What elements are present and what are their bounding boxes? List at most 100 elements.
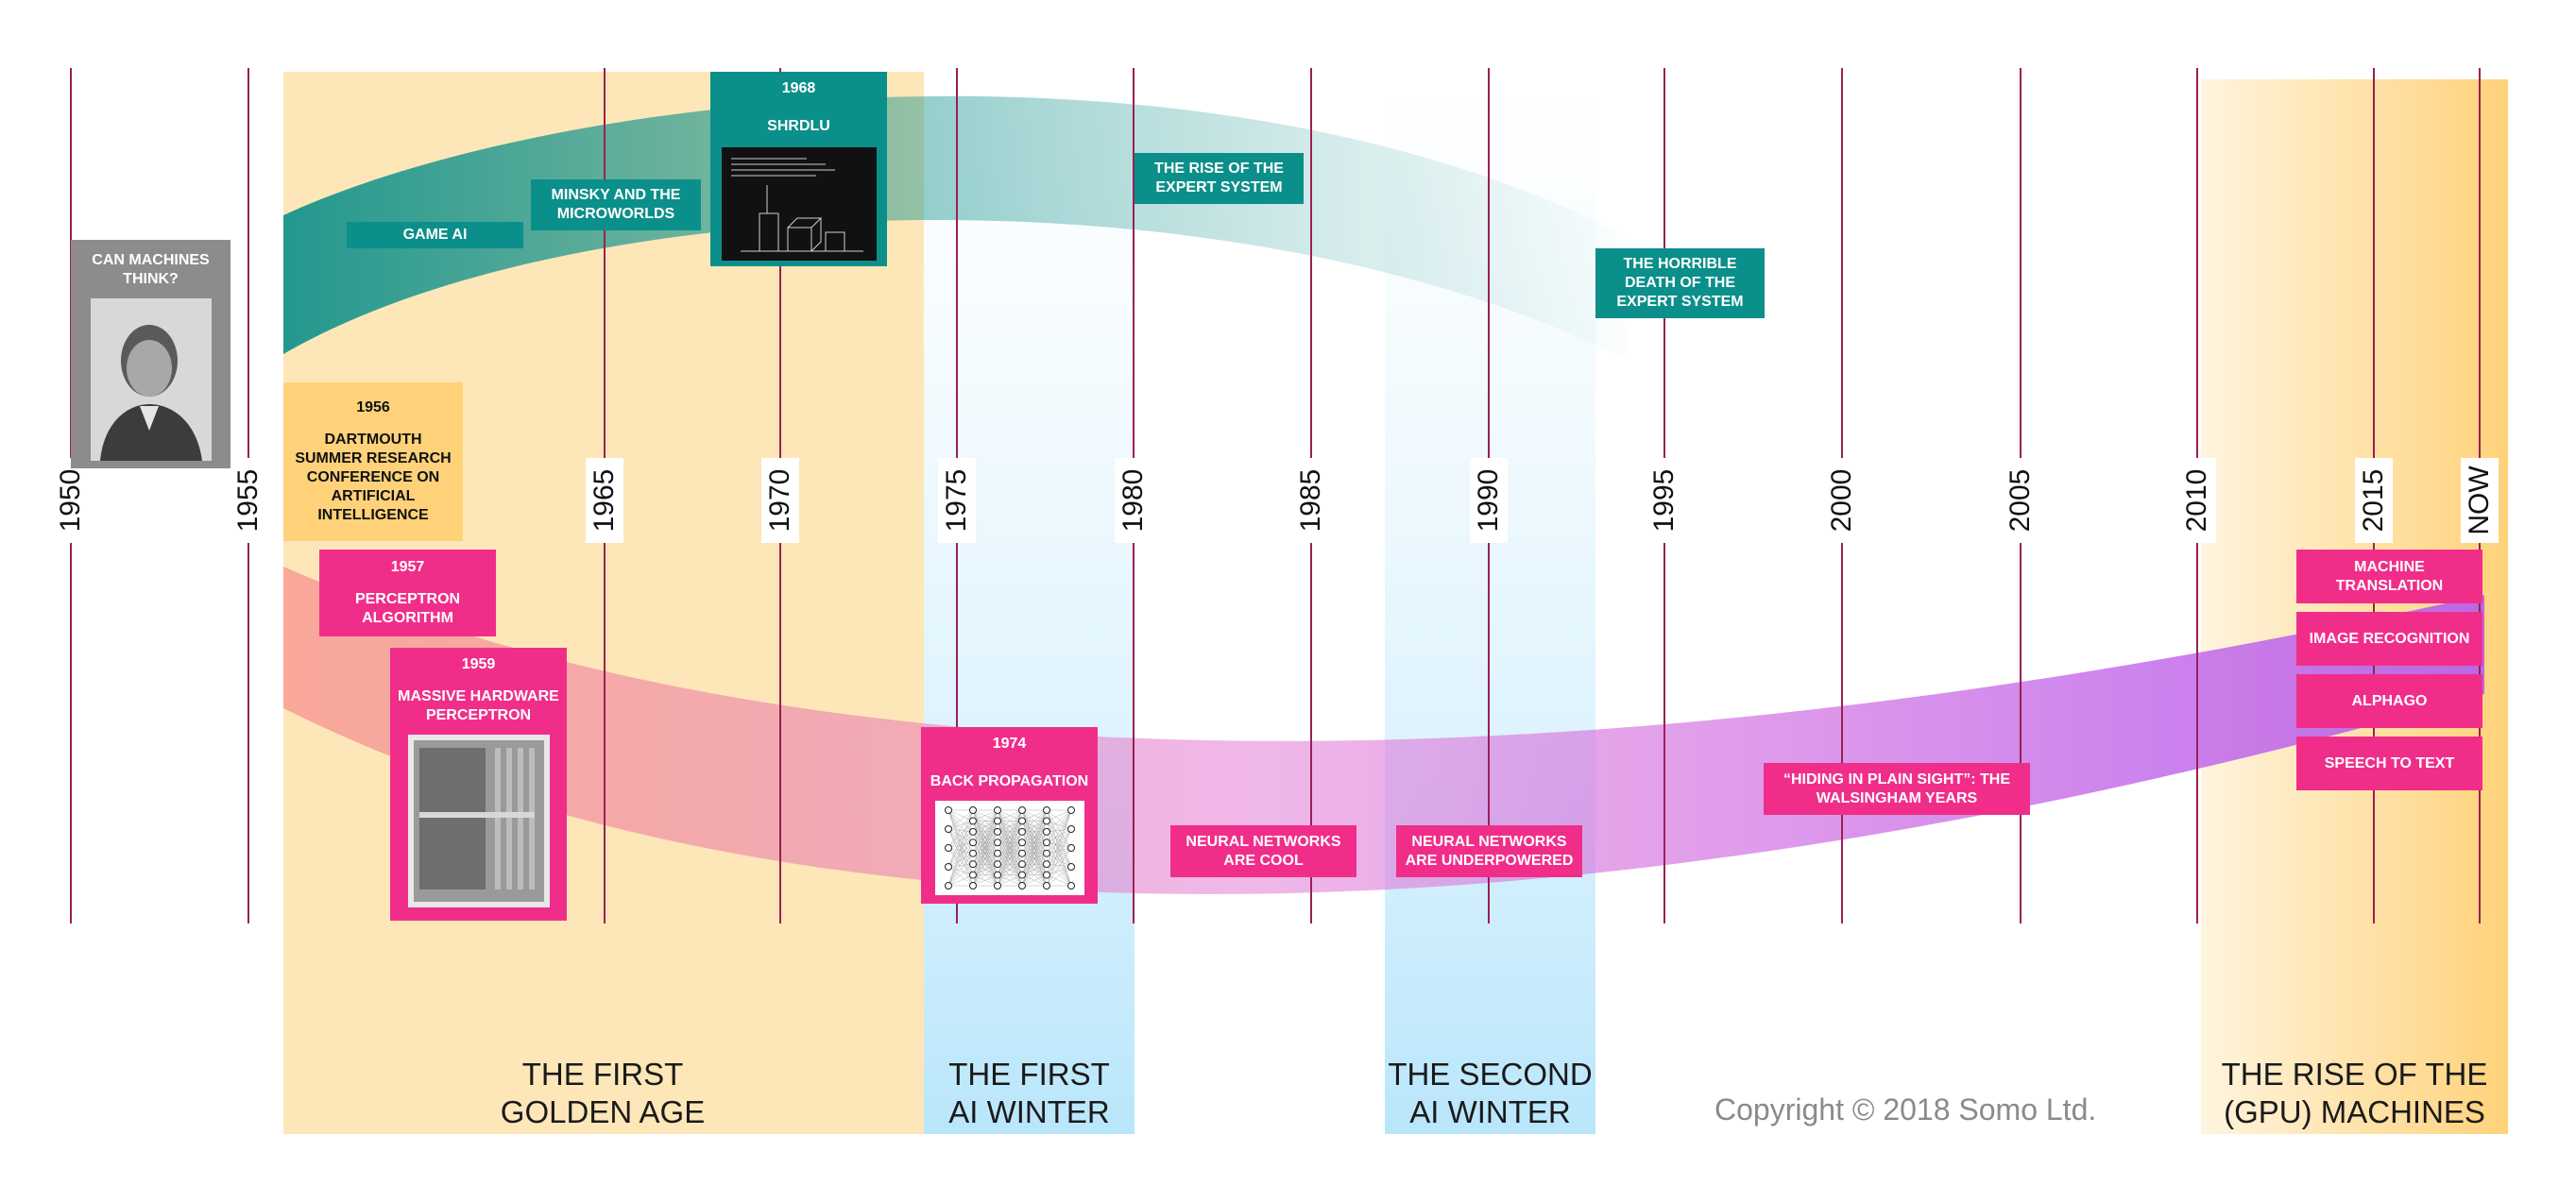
era-label-winter2: THE SECOND AI WINTER xyxy=(1385,1056,1595,1131)
nn-edge xyxy=(947,809,973,833)
nn-node xyxy=(1017,860,1026,869)
nn-edge xyxy=(947,842,973,887)
nn-edge xyxy=(947,853,973,868)
nn-edge xyxy=(1046,866,1071,887)
nn-edge xyxy=(972,863,998,887)
nn-node xyxy=(1042,806,1050,814)
nn-edge xyxy=(947,809,973,868)
nn-node xyxy=(1042,839,1050,847)
nn-edge xyxy=(947,809,973,875)
nn-node xyxy=(968,882,977,890)
nn-edge xyxy=(947,828,973,875)
nn-node xyxy=(993,882,1001,890)
nn-edge xyxy=(947,842,973,868)
nn-node xyxy=(944,863,952,871)
nn-node xyxy=(1017,806,1026,814)
nn-edge xyxy=(1021,853,1047,887)
symbolic-ai-arc xyxy=(283,95,1644,359)
era-band-winter1 xyxy=(924,72,1134,1134)
copyright-notice: Copyright © 2018 Somo Ltd. xyxy=(1714,1093,2097,1127)
nn-edge xyxy=(972,831,998,887)
nn-node xyxy=(993,839,1001,847)
dartmouth-year: 1956 xyxy=(356,399,390,415)
nn-edge xyxy=(947,874,973,887)
nn-edge xyxy=(1046,828,1071,854)
year-label-1955: 1955 xyxy=(230,458,267,543)
nn-edge xyxy=(997,863,1022,887)
nn-edge xyxy=(1046,809,1071,854)
nn-edge xyxy=(947,809,973,849)
era-winter1-line2: AI WINTER xyxy=(948,1094,1110,1129)
nn-edge xyxy=(1046,842,1071,868)
nn-edge xyxy=(1046,809,1071,865)
alphago-label: ALPHAGO xyxy=(2296,674,2482,728)
nn-node xyxy=(1017,827,1026,836)
backprop-card: 1974 BACK PROPAGATION xyxy=(921,727,1098,904)
nn-edge xyxy=(1046,847,1071,875)
nn-edge xyxy=(972,809,998,854)
nn-edge xyxy=(1046,828,1071,887)
nn-node xyxy=(1066,825,1075,833)
era-gpu-line2: (GPU) MACHINES xyxy=(2224,1094,2485,1129)
shrdlu-screen-image xyxy=(721,147,877,261)
nn-edge xyxy=(1021,874,1047,887)
nn-cool-label: NEURAL NETWORKS ARE COOL xyxy=(1170,825,1356,877)
nn-edge xyxy=(1046,809,1071,822)
year-label-now: NOW xyxy=(2461,458,2499,543)
nn-edge xyxy=(1046,821,1071,849)
nn-edge xyxy=(1046,831,1071,868)
nn-edge xyxy=(947,831,973,868)
nn-edge xyxy=(947,866,973,875)
nn-edge xyxy=(1046,809,1071,887)
nn-edge xyxy=(947,809,973,854)
year-label-1985: 1985 xyxy=(1292,458,1330,543)
nn-edge xyxy=(997,809,1022,822)
nn-node xyxy=(968,860,977,869)
perceptron-year: 1957 xyxy=(390,559,425,575)
year-label-2010: 2010 xyxy=(2178,458,2216,543)
nn-edge xyxy=(1021,809,1047,865)
nn-edge xyxy=(997,842,1022,887)
nn-edge xyxy=(1021,863,1047,887)
era-golden-line1: THE FIRST xyxy=(521,1057,684,1092)
nn-node xyxy=(993,827,1001,836)
nn-edge xyxy=(947,842,973,849)
nn-edge xyxy=(1021,821,1047,887)
nn-node xyxy=(1042,849,1050,857)
era-label-golden: THE FIRST GOLDEN AGE xyxy=(414,1056,792,1131)
dartmouth-text: DARTMOUTH SUMMER RESEARCH CONFERENCE ON … xyxy=(295,432,452,523)
nn-edge xyxy=(972,842,998,887)
nn-edge xyxy=(997,809,1022,875)
nn-edge xyxy=(972,809,998,843)
nn-edge xyxy=(1021,809,1047,854)
hardware-year: 1959 xyxy=(461,656,496,672)
nn-edge xyxy=(947,847,973,887)
expert-death-label: THE HORRIBLE DEATH OF THE EXPERT SYSTEM xyxy=(1595,248,1765,318)
nn-edge xyxy=(1046,842,1071,849)
nn-node xyxy=(968,806,977,814)
nn-edge xyxy=(947,863,973,887)
nn-edge xyxy=(1046,853,1071,887)
nn-node xyxy=(944,882,952,890)
year-label-1975: 1975 xyxy=(938,458,976,543)
turing-card: CAN MACHINES THINK? xyxy=(71,240,230,468)
nn-edge xyxy=(947,809,973,865)
nn-edge xyxy=(972,853,998,887)
nn-node xyxy=(993,817,1001,825)
nn-node xyxy=(993,860,1001,869)
nn-node xyxy=(968,839,977,847)
nn-node xyxy=(1042,817,1050,825)
nn-edge xyxy=(947,821,973,849)
nn-edge xyxy=(1046,831,1071,849)
nn-node xyxy=(993,806,1001,814)
nn-edge xyxy=(1046,847,1071,854)
nn-edge xyxy=(947,853,973,887)
nn-edge xyxy=(1021,809,1047,843)
year-label-1965: 1965 xyxy=(586,458,623,543)
nn-edge xyxy=(1046,809,1071,868)
nn-underpowered-label: NEURAL NETWORKS ARE UNDERPOWERED xyxy=(1396,825,1582,877)
nn-node xyxy=(1042,871,1050,879)
expert-rise-label: THE RISE OF THE EXPERT SYSTEM xyxy=(1134,153,1304,204)
nn-edge xyxy=(997,809,1022,833)
nn-edge xyxy=(997,821,1022,887)
